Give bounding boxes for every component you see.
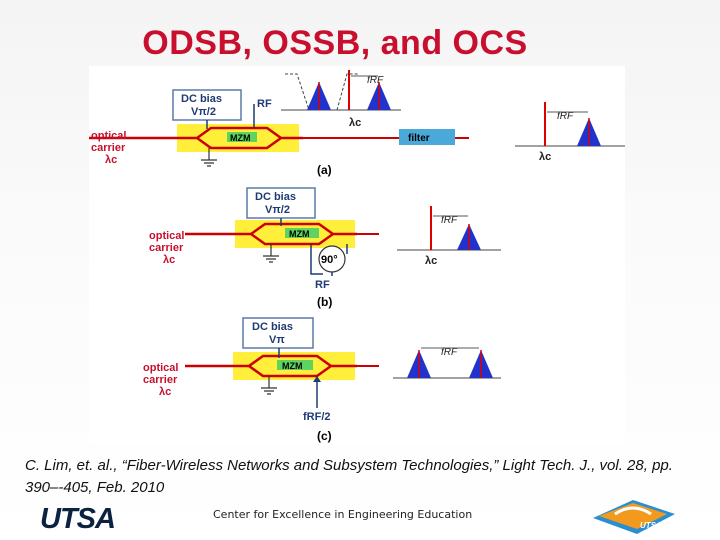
rf-lead-b: [310, 262, 333, 276]
emblem-text: UTSA: [640, 521, 662, 530]
filter-box: [399, 129, 455, 145]
lambda-label-a1: λc: [349, 117, 361, 129]
mzm-box-c: [277, 360, 313, 370]
filter-profile-left: [285, 73, 310, 111]
waveguide-a: [89, 126, 303, 150]
ground-c: [261, 376, 277, 395]
optical-label-a-1: optical: [91, 130, 126, 142]
optical-label-a-2: carrier: [91, 142, 126, 154]
ground-b: [263, 244, 279, 263]
optical-label-a-3: λc: [105, 154, 117, 166]
caption-a: (a): [317, 163, 332, 177]
mzm-box-a: [227, 132, 257, 142]
citation: C. Lim, et. al., “Fiber-Wireless Network…: [25, 457, 673, 496]
optical-label-c-3: λc: [159, 386, 171, 398]
rf-feed-b: [310, 244, 348, 262]
lambda-label-a2: λc: [539, 151, 551, 163]
caption-c: (c): [317, 429, 332, 443]
engineering-emblem-icon: UTSA: [593, 500, 675, 534]
rf-arrow-c: [313, 376, 321, 382]
ground-a: [201, 148, 217, 167]
mzm-label-c: MZM: [282, 361, 303, 371]
waveguide-c: [185, 354, 357, 378]
rf-label-b: RF: [315, 279, 330, 291]
dc-bias-c-2: Vπ: [269, 334, 285, 346]
phase-label: 90°: [321, 254, 338, 266]
mzm-label-a: MZM: [230, 133, 251, 143]
footer-text: Center for Excellence in Engineering Edu…: [213, 508, 473, 521]
dc-bias-c-1: DC bias: [252, 321, 293, 333]
dc-bias-a-1: DC bias: [181, 93, 222, 105]
dc-bias-a-2: Vπ/2: [191, 106, 216, 118]
f-rf-half-label: fRF/2: [303, 411, 331, 423]
optical-label-b-2: carrier: [149, 242, 184, 254]
mzm-box-b: [285, 228, 319, 238]
filter-profile-right: [336, 73, 359, 111]
dc-bias-box-c: [242, 317, 314, 349]
modulation-diagram: MZM optical carrier λc DC bias Vπ/2 RF f…: [89, 66, 625, 444]
dc-bias-b-2: Vπ/2: [265, 204, 290, 216]
utsa-logo: UTSA: [40, 503, 116, 535]
dc-bias-b-1: DC bias: [255, 191, 296, 203]
diagram-b-ossb: MZM optical carrier λc DC bias Vπ/2 90° …: [149, 187, 501, 309]
dc-bias-box-a: [172, 89, 242, 121]
diagram-a-odsb: MZM optical carrier λc DC bias Vπ/2 RF f…: [89, 70, 625, 177]
optical-label-b-1: optical: [149, 230, 184, 242]
waveguide-b: [185, 222, 357, 246]
filter-label: filter: [408, 133, 430, 144]
optical-label-b-3: λc: [163, 254, 175, 266]
mzm-label-b: MZM: [289, 229, 310, 239]
rf-label-a: RF: [257, 98, 272, 110]
f-rf-label-b: fRF: [441, 215, 458, 226]
f-rf-label-a2: fRF: [557, 111, 574, 122]
lambda-label-b: λc: [425, 255, 437, 267]
optical-label-c-1: optical: [143, 362, 178, 374]
optical-label-c-2: carrier: [143, 374, 178, 386]
f-rf-label-c: fRF: [441, 347, 458, 358]
slide-title: ODSB, OSSB, and OCS: [142, 24, 528, 62]
diagram-c-ocs: MZM optical carrier λc DC bias Vπ fRF/2 …: [143, 317, 501, 443]
dc-bias-box-b: [246, 187, 316, 219]
f-rf-label-a1: fRF: [367, 75, 384, 86]
caption-b: (b): [317, 295, 332, 309]
